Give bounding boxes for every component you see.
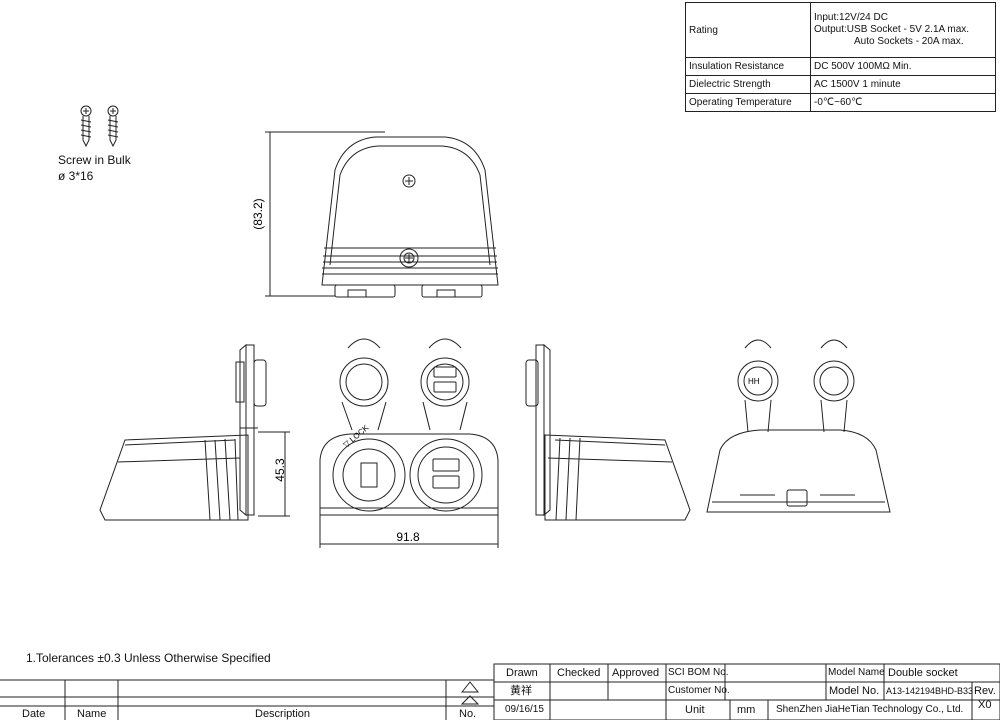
front-view <box>319 338 499 548</box>
top-view <box>265 131 499 298</box>
checked-header: Checked <box>557 667 601 679</box>
sci-bom-header: SCI BOM No. <box>668 667 729 678</box>
title-block <box>493 663 1000 720</box>
rev-no-header: No. <box>459 708 477 720</box>
rev-date-header: Date <box>22 708 46 720</box>
drawn-header: Drawn <box>506 667 538 679</box>
dimension-depth: 45.3 <box>273 458 287 482</box>
model-no-header: Model No. <box>829 685 880 697</box>
model-name-header: Model Name <box>828 667 885 678</box>
model-no-value: A13-142194BHD-B33 <box>886 686 974 696</box>
customer-no-header: Customer No. <box>668 685 730 696</box>
left-side-view <box>99 343 290 521</box>
screw-size: ø 3*16 <box>58 169 94 183</box>
unit-value: mm <box>737 704 756 716</box>
rev-name-header: Name <box>77 708 107 720</box>
dimension-height: (83.2) <box>251 198 265 229</box>
drawn-by-value: 黄祥 <box>510 685 532 697</box>
date-value: 09/16/15 <box>505 704 544 715</box>
rev-value: X0 <box>978 699 992 711</box>
approved-header: Approved <box>612 667 660 679</box>
right-side-view <box>525 343 691 521</box>
spec-label: Operating Temperature <box>685 93 811 112</box>
dimension-width: 91.8 <box>396 530 420 544</box>
revision-table <box>0 679 494 720</box>
screw-icon <box>80 105 92 148</box>
spec-row-rating: Rating Input:12V/24 DC Output:USB Socket… <box>685 2 996 58</box>
unit-header: Unit <box>685 704 705 716</box>
spec-row-temperature: Operating Temperature -0℃~60℃ <box>685 93 996 112</box>
lock-marking: ▽ LOCK <box>342 423 371 450</box>
model-name-value: Double socket <box>888 667 958 679</box>
screw-label: Screw in Bulk <box>58 153 131 167</box>
spec-value: -0℃~60℃ <box>810 93 996 112</box>
rear-view <box>706 339 891 513</box>
tolerance-note: 1.Tolerances ±0.3 Unless Otherwise Speci… <box>26 651 271 665</box>
spec-table: Rating Input:12V/24 DC Output:USB Socket… <box>685 2 996 112</box>
rev-header: Rev. <box>974 685 996 697</box>
screw-icon <box>107 105 119 148</box>
spec-row-insulation: Insulation Resistance DC 500V 100MΩ Min. <box>685 57 996 76</box>
company-name: ShenZhen JiaHeTian Technology Co., Ltd. <box>776 704 964 715</box>
rev-description-header: Description <box>255 708 311 720</box>
spec-label: Rating <box>685 2 811 58</box>
rear-socket-label: HH <box>748 377 760 386</box>
